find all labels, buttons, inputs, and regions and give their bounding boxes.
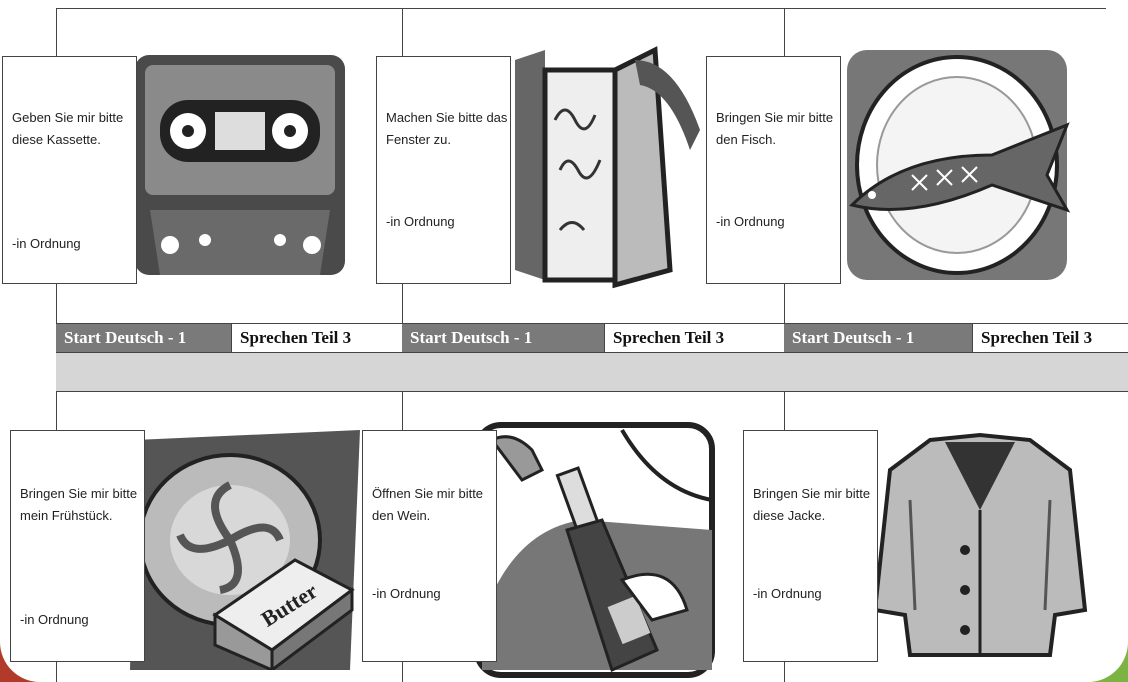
instruction-text: Bringen Sie mir bitte den Fisch. <box>716 110 834 147</box>
exam-part: Sprechen Teil 3 <box>604 323 784 353</box>
fish-plate-icon <box>847 50 1071 280</box>
instruction-text: Machen Sie bitte das Fenster zu. <box>386 110 508 147</box>
exam-title: Start Deutsch - 1 <box>402 323 604 353</box>
instruction-card-4: Öffnen Sie mir bitte den Wein. -in Ordnu… <box>362 430 497 662</box>
section-band-2: Start Deutsch - 1 Sprechen Teil 3 <box>784 323 1128 353</box>
instruction-card-1: Machen Sie bitte das Fenster zu. -in Ord… <box>376 56 511 284</box>
instruction-text: Öffnen Sie mir bitte den Wein. <box>372 486 484 523</box>
separator-row <box>56 353 1128 392</box>
response-text: -in Ordnung <box>12 236 81 251</box>
window-icon <box>515 46 700 289</box>
wine-bottle-icon <box>474 422 715 678</box>
section-band-1: Start Deutsch - 1 Sprechen Teil 3 <box>402 323 784 353</box>
instruction-text: Geben Sie mir bitte diese Kassette. <box>12 110 124 147</box>
response-text: -in Ordnung <box>753 586 822 601</box>
section-band-0: Start Deutsch - 1 Sprechen Teil 3 <box>56 323 402 353</box>
exam-title: Start Deutsch - 1 <box>56 323 231 353</box>
response-text: -in Ordnung <box>372 586 441 601</box>
instruction-text: Bringen Sie mir bitte mein Frühstück. <box>20 486 138 523</box>
exam-part: Sprechen Teil 3 <box>231 323 402 353</box>
response-text: -in Ordnung <box>20 612 89 627</box>
top-border <box>56 8 1106 9</box>
exam-title: Start Deutsch - 1 <box>784 323 972 353</box>
instruction-card-2: Bringen Sie mir bitte den Fisch. -in Ord… <box>706 56 841 284</box>
cassette-icon <box>135 55 345 275</box>
instruction-text: Bringen Sie mir bitte diese Jacke. <box>753 486 871 523</box>
instruction-card-3: Bringen Sie mir bitte mein Frühstück. -i… <box>10 430 145 662</box>
instruction-card-0: Geben Sie mir bitte diese Kassette. -in … <box>2 56 137 284</box>
response-text: -in Ordnung <box>716 214 785 229</box>
instruction-card-5: Bringen Sie mir bitte diese Jacke. -in O… <box>743 430 878 662</box>
butter-icon: Butter <box>130 430 360 670</box>
exam-part: Sprechen Teil 3 <box>972 323 1128 353</box>
response-text: -in Ordnung <box>386 214 455 229</box>
jacket-icon <box>872 432 1088 657</box>
